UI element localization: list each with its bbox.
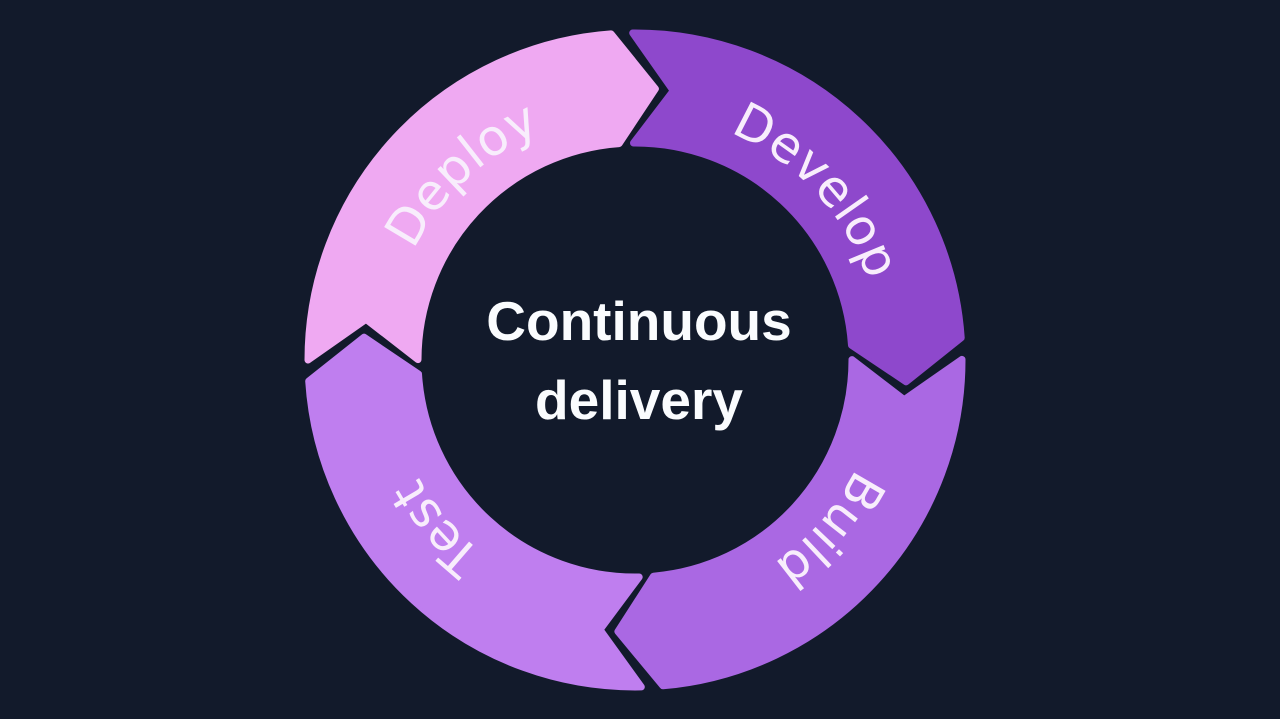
center-title-line2: delivery: [535, 369, 743, 431]
segment-develop-arrow: [629, 29, 965, 386]
segment-deploy-arrow: [304, 30, 659, 364]
segment-test-arrow: [305, 333, 645, 691]
center-title-line1: Continuous: [486, 290, 791, 352]
segment-build-arrow: [614, 355, 966, 690]
